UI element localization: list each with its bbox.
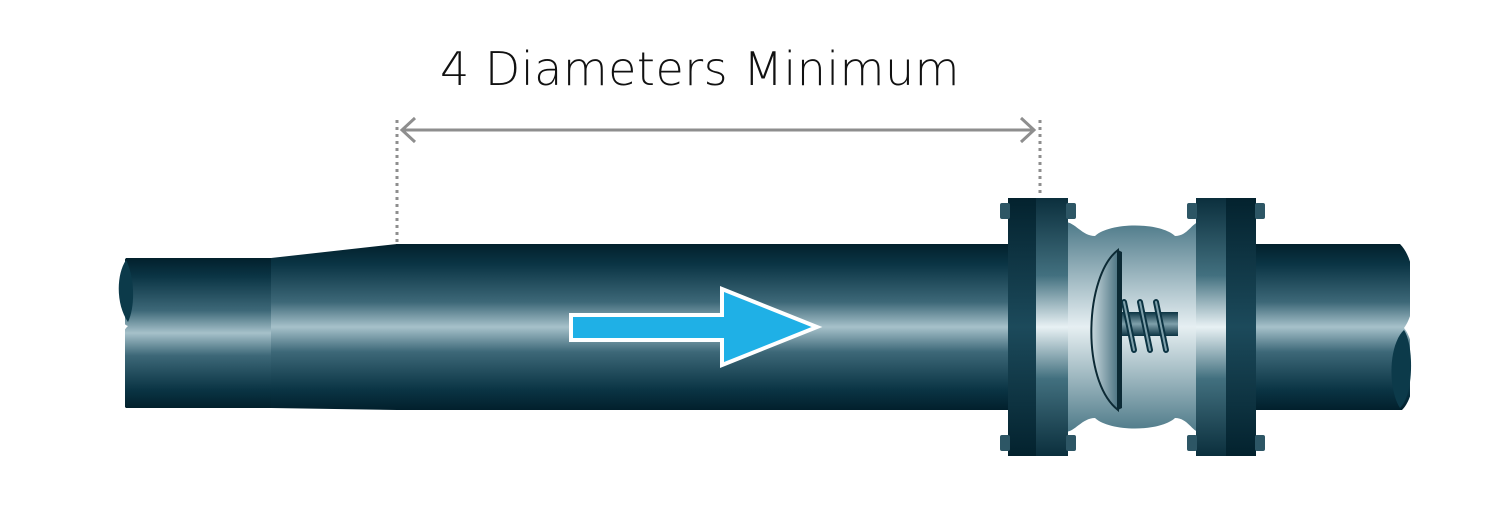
right-flange-inner <box>1196 198 1228 456</box>
check-valve <box>1000 198 1265 456</box>
right-arrowhead-icon <box>1019 116 1037 144</box>
valve-disc <box>1090 247 1119 413</box>
downstream-pipe <box>1250 244 1440 410</box>
reducer <box>271 244 397 410</box>
diagram-title: 4 Diameters Minimum <box>0 42 1440 96</box>
left-flange-outer <box>1008 198 1038 456</box>
left-arrowhead-icon <box>399 116 417 144</box>
flow-arrow-icon <box>569 286 823 368</box>
right-flange-outer <box>1226 198 1256 456</box>
upstream-pipe <box>100 258 273 408</box>
dimension-line <box>395 116 1042 244</box>
flange-bolts-icon <box>1000 203 1265 451</box>
left-flange-inner <box>1036 198 1068 456</box>
diagram-title-text: 4 Diameters Minimum <box>440 42 960 96</box>
